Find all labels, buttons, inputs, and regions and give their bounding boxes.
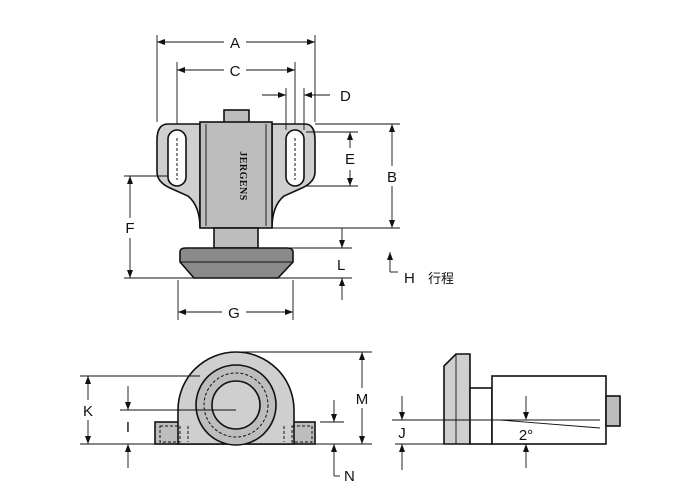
label-I: I [126, 419, 130, 436]
dimension-C: C [176, 62, 296, 124]
dimension-K: K [80, 375, 200, 445]
label-K: K [83, 403, 93, 420]
side-plate [443, 353, 471, 445]
bore-inner [211, 380, 261, 430]
side-plunger-tip [605, 395, 621, 427]
brand-label: JERGENS [237, 151, 248, 201]
plunger [213, 227, 259, 249]
label-E: E [345, 151, 355, 168]
top-view: JERGENS [156, 109, 316, 279]
dimension-E: E [306, 131, 358, 187]
dimension-A: A [156, 35, 316, 122]
side-housing [491, 375, 607, 445]
dimension-F: F [124, 175, 194, 279]
dimension-D: D [262, 88, 351, 130]
body [199, 121, 273, 229]
dimension-G: G [177, 280, 294, 322]
label-G: G [228, 305, 240, 322]
label-D: D [340, 88, 351, 105]
label-angle: 2° [519, 427, 533, 444]
dimension-angle: 2° [519, 396, 533, 468]
label-C: C [230, 63, 241, 80]
label-M: M [356, 391, 369, 408]
dimension-H: H 行程 [387, 252, 454, 287]
plunger-disc [179, 247, 294, 279]
dimension-L: L [258, 228, 352, 300]
dimension-J: J [395, 396, 444, 470]
label-H: H [404, 270, 415, 287]
front-view [154, 351, 316, 446]
label-L: L [337, 257, 345, 274]
dimension-N: N [315, 400, 355, 485]
dimension-B: B [272, 123, 400, 229]
label-N: N [344, 468, 355, 485]
label-A: A [230, 35, 240, 52]
label-F: F [125, 220, 134, 237]
side-barrel [469, 387, 493, 445]
label-B: B [387, 169, 397, 186]
side-view [392, 353, 621, 445]
label-H-note: 行程 [428, 272, 454, 287]
label-J: J [398, 425, 406, 442]
dimension-I: I [120, 386, 236, 468]
